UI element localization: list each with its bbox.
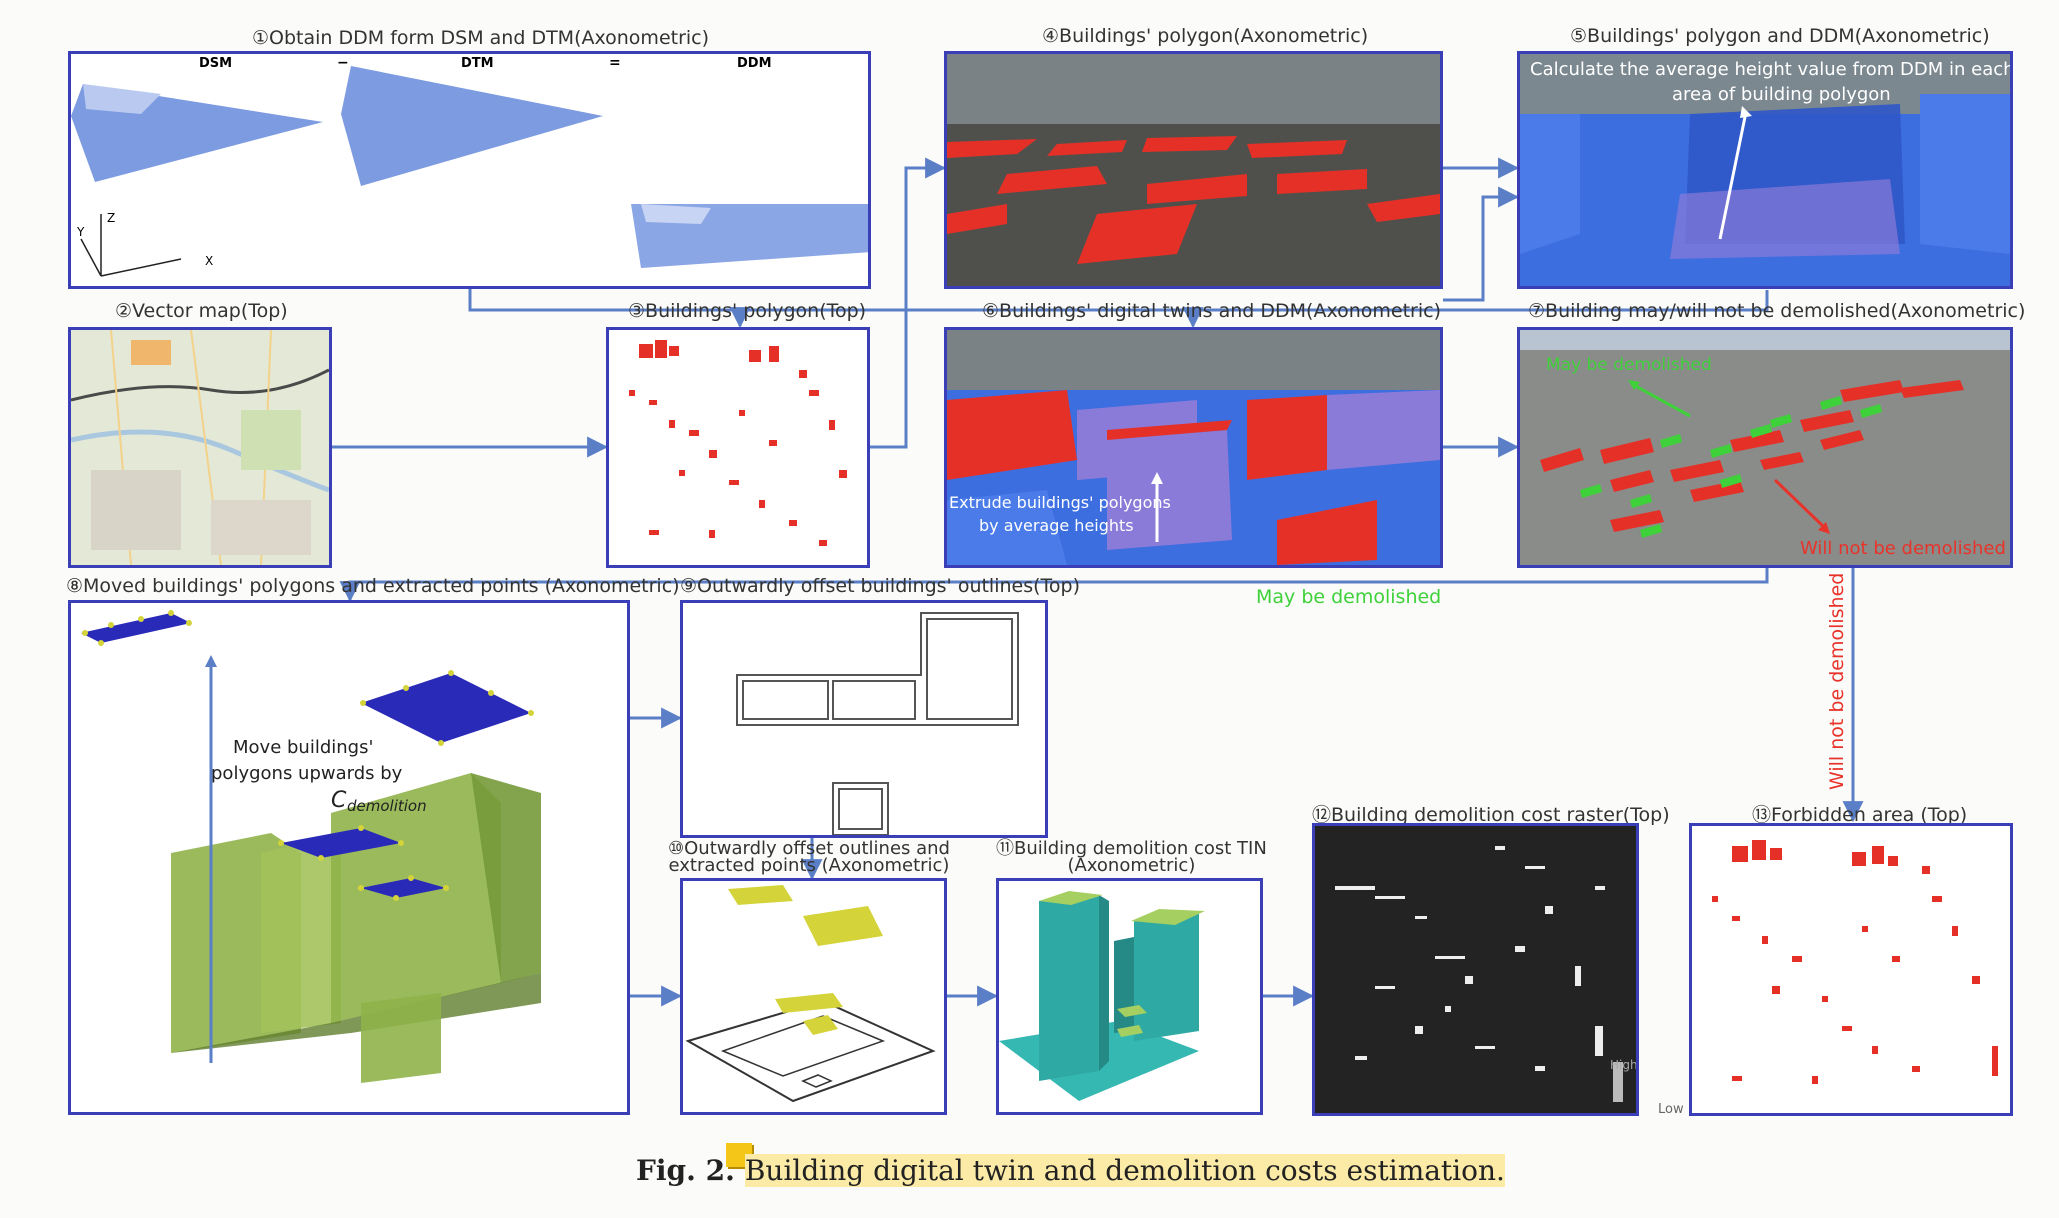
cost-raster-image [1315,826,1636,1113]
figure-caption: Fig. 2. Building digital twin and demolit… [636,1154,1505,1187]
panel-3-buildings-top [606,327,870,568]
panel-1-ddm-from-dsm-dtm: DSM − DTM = DDM Z Y X [68,51,871,289]
figure-number: Fig. 2. [636,1154,735,1187]
panel-5-note-2: area of building polygon [1672,84,1891,105]
panel-12-cost-raster: High [1312,823,1639,1116]
arrow-5-to-7 [1193,290,1769,312]
panel-6-note-1: Extrude buildings' polygons [949,493,1171,512]
panel-1-title: ①Obtain DDM form DSM and DTM(Axonometric… [252,27,710,49]
panel-10-offset-points [680,878,947,1115]
panel-4-buildings-axonometric [944,51,1443,289]
raster-legend-high: High [1610,1058,1638,1072]
panel-10-title: ⑩Outwardly offset outlines and extracted… [668,838,950,876]
panel-5-note-1: Calculate the average height value from … [1530,59,2013,80]
panel-7-may-will-not: May be demolished Will not be demolished [1517,327,2013,568]
offset-outlines-image [736,612,1019,835]
panel-8-moved-polygons: Move buildings' polygons upwards by C de… [68,600,630,1115]
panel-8-math-c: C [331,788,347,813]
panel-11-title-line2: (Axonometric) [1067,855,1196,876]
panel-9-title: ⑨Outwardly offset buildings' outlines(To… [680,575,1081,597]
digital-twins-image [947,330,1440,565]
raster-legend-low: Low [1658,1102,1684,1117]
cost-tin-image [999,891,1205,1101]
arrow-7-to-8 [339,568,1769,603]
arrow-6-to-5 [1443,186,1520,302]
dtm-surface [341,66,603,186]
panel-11-title-line1: ⑪Building demolition cost TIN [996,838,1267,859]
equals-sign: = [609,55,621,71]
panel-2-title: ②Vector map(Top) [115,300,288,322]
panel-5-polygon-ddm: Calculate the average height value from … [1517,51,2013,289]
axis-x-label: X [205,254,213,268]
panel-5-title: ⑤Buildings' polygon and DDM(Axonometric) [1570,25,1990,47]
panel-11-title: ⑪Building demolition cost TIN (Axonometr… [996,838,1267,876]
panel-11-cost-tin [996,878,1263,1115]
panel-2-vector-map [68,327,332,568]
axis-y-label: Y [76,225,85,239]
axis-gizmo [80,214,182,277]
flow-label-will-not: Will not be demolished [1826,572,1848,790]
panel-6-digital-twins: Extrude buildings' polygons by average h… [944,327,1443,568]
dtm-label: DTM [461,56,494,71]
minus-sign: − [337,55,349,71]
panel-13-title: ⑬Forbidden area (Top) [1752,804,1968,826]
panel-4-title: ④Buildings' polygon(Axonometric) [1042,25,1369,47]
polygon-ddm-image [1520,54,2010,286]
panel-7-title: ⑦Building may/will not be demolished(Axo… [1528,300,2026,322]
panel-8-note-2: polygons upwards by [211,763,403,784]
panel-7-will-not-label: Will not be demolished [1800,538,2006,559]
moved-polygons-image: Move buildings' polygons upwards by C de… [81,610,541,1083]
buildings-polygon-top-image [629,340,847,546]
dsm-label: DSM [199,56,232,71]
figure-caption-text: Building digital twin and demolition cos… [744,1154,1505,1187]
panel-10-title-line1: ⑩Outwardly offset outlines and [668,838,950,859]
forbidden-area-image [1712,840,1998,1084]
panel-10-title-line2: extracted points (Axonometric) [668,855,950,876]
panel-8-note-1: Move buildings' [233,737,373,758]
vector-map-image [71,330,329,565]
panel-3-title: ③Buildings' polygon(Top) [628,300,867,322]
dsm-dtm-ddm-figure: DSM − DTM = DDM Z Y X [71,55,868,277]
panel-8-title: ⑧Moved buildings' polygons and extracted… [66,575,680,597]
buildings-polygon-axonometric-image [947,54,1440,286]
arrow-3-to-4 [870,157,947,449]
panel-6-title: ⑥Buildings' digital twins and DDM(Axonom… [982,300,1442,322]
may-will-not-image [1520,330,2010,538]
panel-8-math-sub: demolition [347,797,427,815]
panel-9-offset-outlines [680,600,1048,838]
raster-legend-bar [1613,1062,1623,1102]
panel-7-may-label: May be demolished [1546,355,1712,375]
panel-6-note-2: by average heights [979,516,1134,535]
flow-label-may: May be demolished [1256,586,1442,608]
axis-z-label: Z [107,211,115,225]
panel-12-title: ⑫Building demolition cost raster(Top) [1312,804,1670,826]
ddm-label: DDM [737,56,772,71]
arrow-1-to-3 [468,289,751,329]
panel-13-forbidden-area [1689,823,2013,1116]
offset-points-image [685,885,936,1103]
